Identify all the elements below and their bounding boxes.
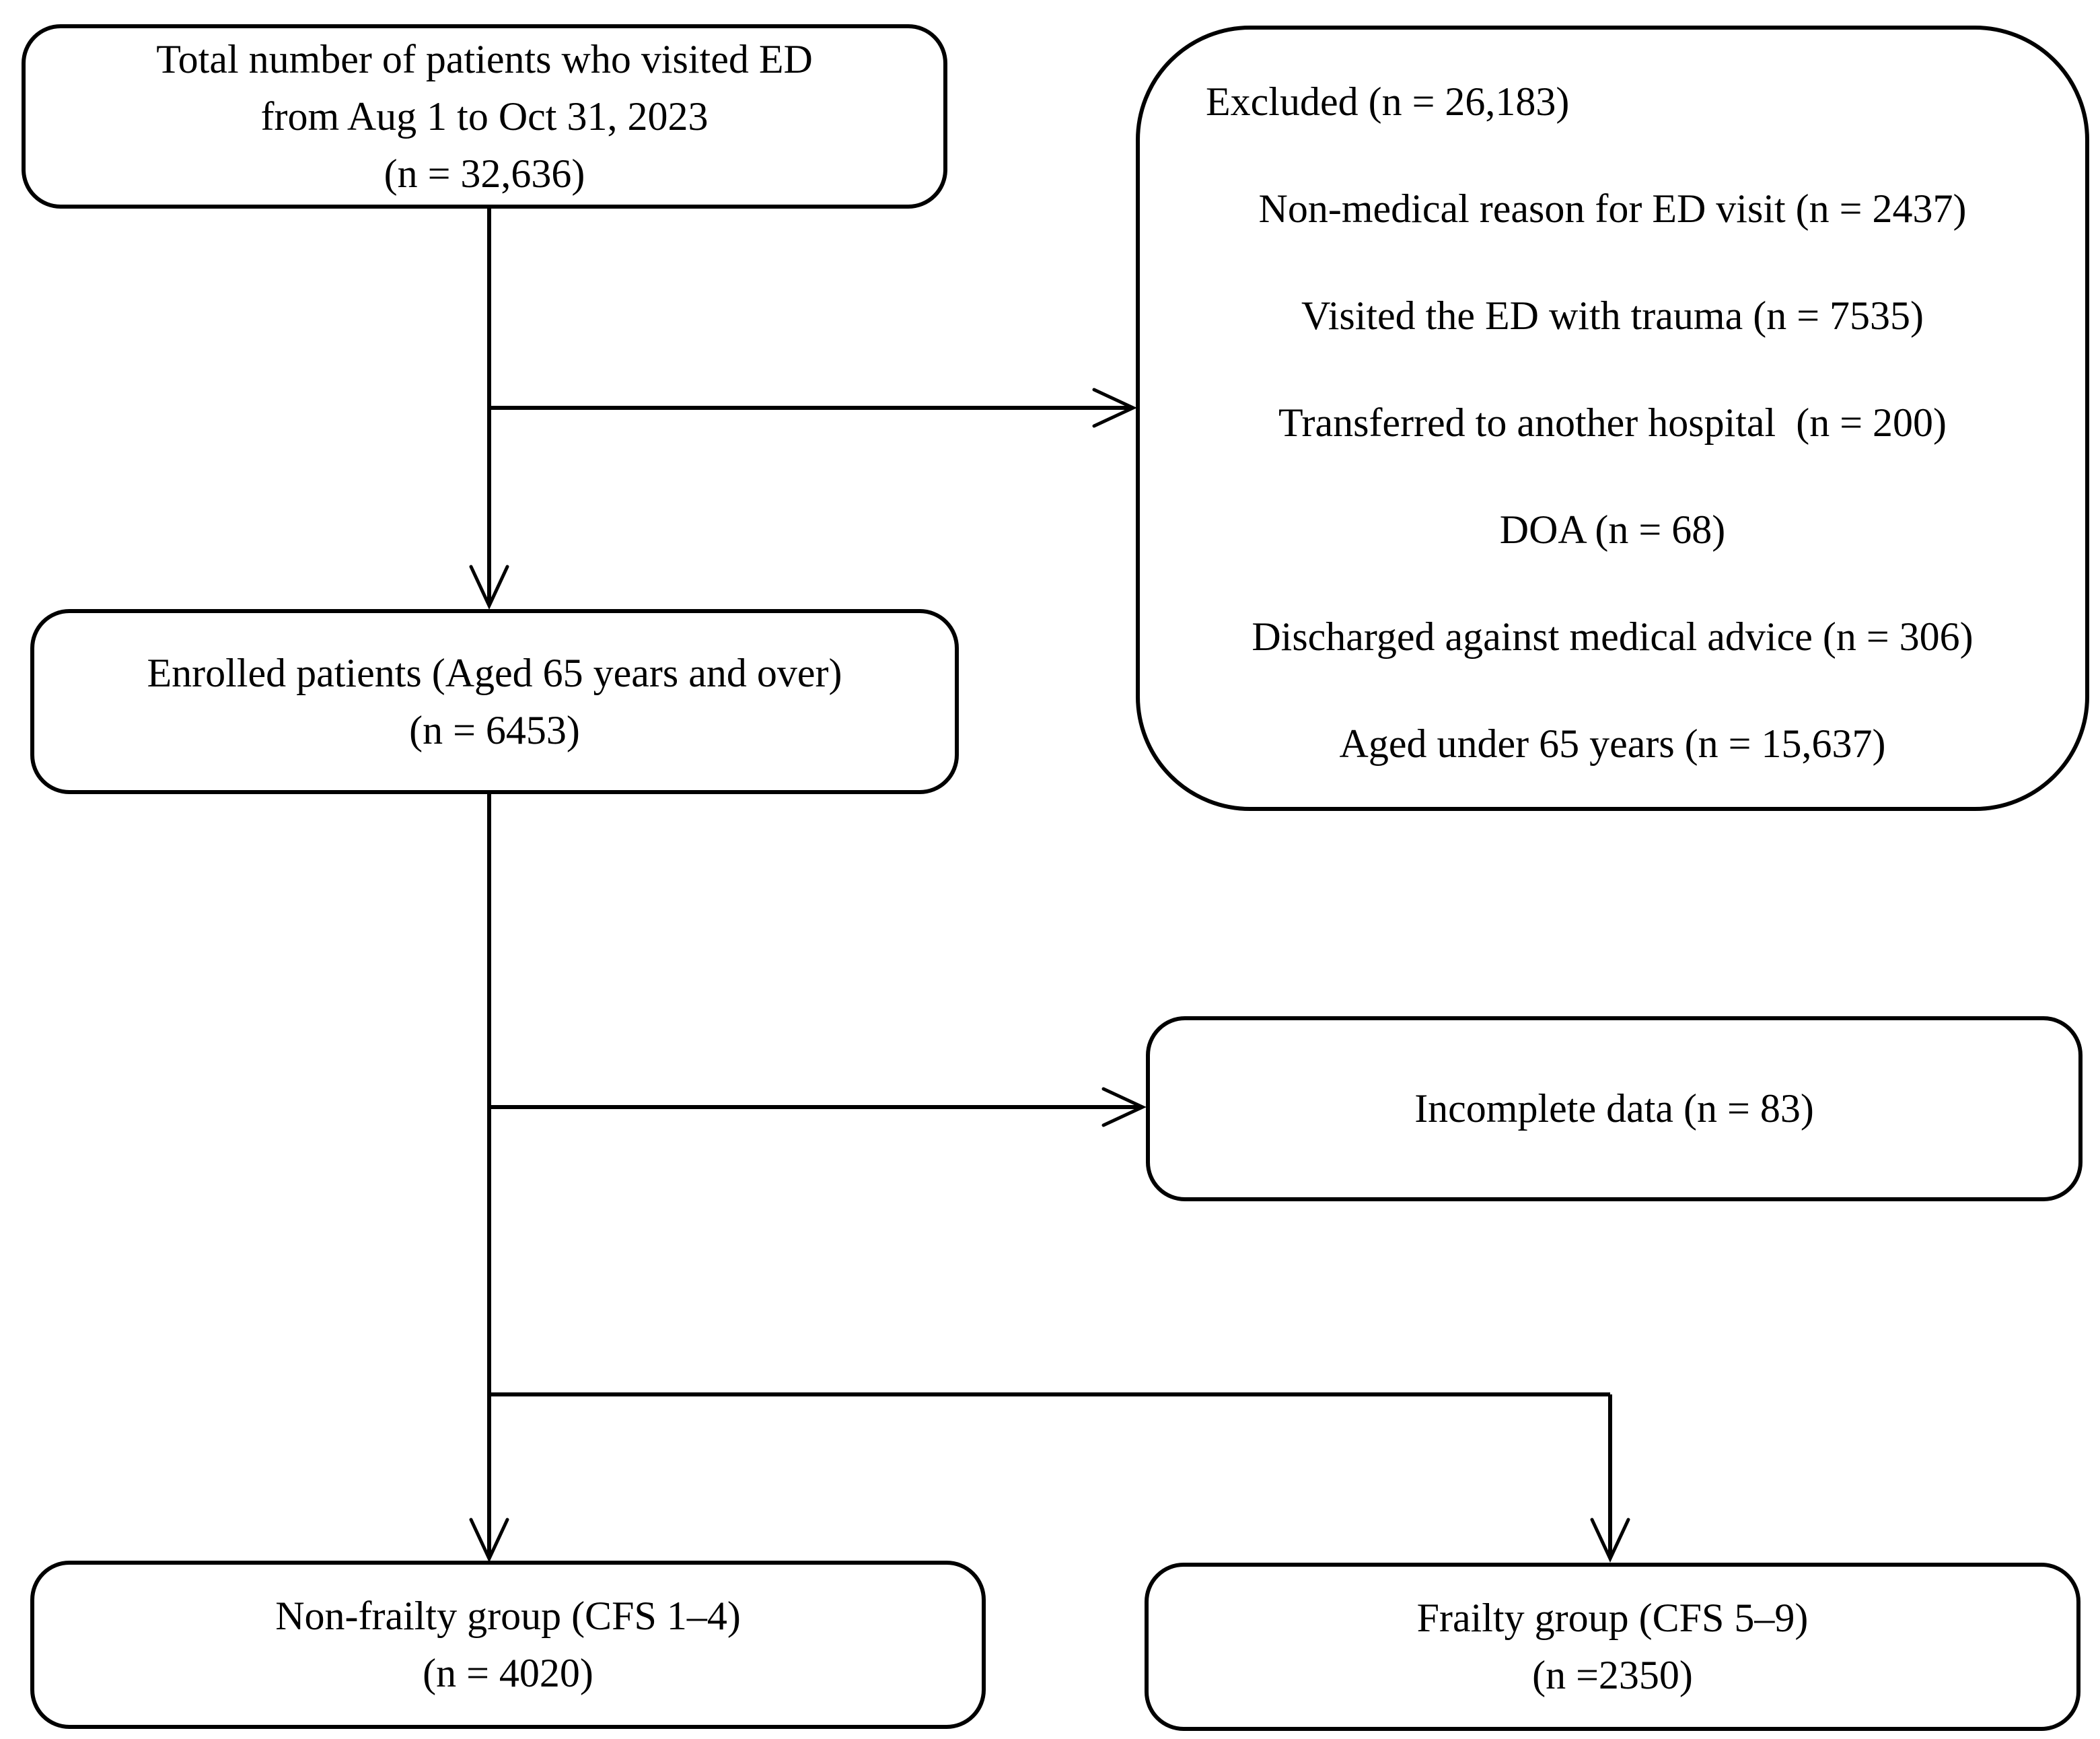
excluded-item-under65: Aged under 65 years (n = 15,637) bbox=[1339, 721, 1886, 766]
arrowhead-down-enrolled-icon bbox=[469, 565, 509, 610]
total-patients-line-1: Total number of patients who visited ED bbox=[156, 36, 813, 81]
total-patients-box: Total number of patients who visited ED … bbox=[22, 24, 947, 209]
arrowhead-down-nonfrailty-icon bbox=[469, 1518, 509, 1563]
enrolled-patients-box: Enrolled patients (Aged 65 years and ove… bbox=[30, 609, 959, 794]
arrowhead-right-incomplete-icon bbox=[1101, 1087, 1147, 1127]
excluded-item-discharged: Discharged against medical advice (n = 3… bbox=[1252, 614, 1974, 659]
arrowhead-down-frailty-icon bbox=[1590, 1518, 1630, 1563]
frailty-group-box: Frailty group (CFS 5–9) (n =2350) bbox=[1145, 1563, 2080, 1731]
total-patients-count: (n = 32,636) bbox=[384, 151, 585, 196]
non-frailty-group-box: Non-frailty group (CFS 1–4) (n = 4020) bbox=[30, 1561, 986, 1729]
incomplete-data-line: Incomplete data (n = 83) bbox=[1414, 1086, 1814, 1131]
frailty-group-count: (n =2350) bbox=[1532, 1653, 1693, 1697]
incomplete-data-box: Incomplete data (n = 83) bbox=[1146, 1016, 2083, 1201]
excluded-item-doa: DOA (n = 68) bbox=[1499, 507, 1726, 552]
enrolled-patients-count: (n = 6453) bbox=[409, 707, 580, 752]
excluded-box: Excluded (n = 26,183) Non-medical reason… bbox=[1136, 26, 2089, 811]
excluded-title: Excluded (n = 26,183) bbox=[1206, 79, 1570, 124]
frailty-group-line: Frailty group (CFS 5–9) bbox=[1416, 1596, 1809, 1640]
excluded-item-nonmedical: Non-medical reason for ED visit (n = 243… bbox=[1258, 186, 1967, 231]
total-patients-line-2: from Aug 1 to Oct 31, 2023 bbox=[260, 94, 709, 139]
excluded-item-transferred: Transferred to another hospital (n = 200… bbox=[1278, 400, 1947, 445]
arrowhead-right-excluded-icon bbox=[1092, 388, 1137, 428]
non-frailty-group-count: (n = 4020) bbox=[423, 1651, 593, 1695]
non-frailty-group-line: Non-frailty group (CFS 1–4) bbox=[275, 1594, 741, 1638]
excluded-item-trauma: Visited the ED with trauma (n = 7535) bbox=[1301, 293, 1924, 338]
enrolled-patients-line: Enrolled patients (Aged 65 years and ove… bbox=[147, 650, 842, 695]
